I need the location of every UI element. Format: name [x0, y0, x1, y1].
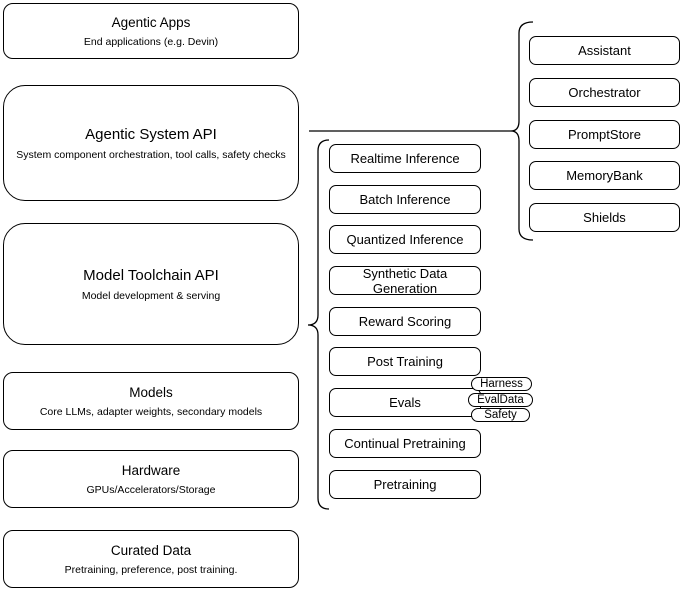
item-label: Shields — [583, 210, 626, 225]
box-subtitle: Core LLMs, adapter weights, secondary mo… — [39, 405, 263, 418]
item-label: Quantized Inference — [346, 232, 464, 247]
toolchain-item-quantized-inference: Quantized Inference — [329, 225, 481, 254]
toolchain-item-synthetic-data-generation: Synthetic Data Generation — [329, 265, 481, 296]
item-label: Assistant — [578, 43, 631, 58]
box-title: Hardware — [121, 462, 181, 478]
system-component-shields: Shields — [529, 203, 680, 232]
system-component-assistant: Assistant — [529, 36, 680, 65]
item-label: Orchestrator — [568, 85, 641, 100]
box-title: Model Toolchain API — [83, 266, 219, 284]
tag-label: Harness — [480, 378, 523, 390]
box-title: Agentic Apps — [111, 14, 191, 30]
eval-tag-safety: Safety — [471, 408, 530, 422]
item-label: Realtime Inference — [350, 151, 460, 166]
box-title: Curated Data — [110, 542, 192, 558]
item-label: Post Training — [367, 354, 443, 369]
toolchain-item-pretraining: Pretraining — [329, 470, 481, 499]
eval-tag-evaldata: EvalData — [468, 393, 533, 407]
box-subtitle: Pretraining, preference, post training. — [64, 563, 238, 576]
toolchain-item-evals: Evals — [329, 388, 481, 417]
system-component-promptstore: PromptStore — [529, 120, 680, 149]
box-title: Models — [129, 384, 173, 400]
system-component-memorybank: MemoryBank — [529, 161, 680, 190]
item-label: Pretraining — [373, 477, 437, 492]
toolchain-item-post-training: Post Training — [329, 347, 481, 376]
model-toolchain-api-box: Model Toolchain API Model development & … — [3, 223, 299, 345]
item-label: Evals — [389, 395, 421, 410]
hardware-box: Hardware GPUs/Accelerators/Storage — [3, 450, 299, 508]
agentic-apps-box: Agentic Apps End applications (e.g. Devi… — [3, 3, 299, 59]
box-title: Agentic System API — [85, 125, 217, 143]
eval-tag-harness: Harness — [471, 377, 532, 391]
toolchain-item-realtime-inference: Realtime Inference — [329, 144, 481, 173]
item-label: Continual Pretraining — [344, 436, 466, 451]
models-box: Models Core LLMs, adapter weights, secon… — [3, 372, 299, 430]
box-subtitle: System component orchestration, tool cal… — [16, 148, 286, 161]
box-subtitle: End applications (e.g. Devin) — [83, 35, 219, 48]
box-subtitle: Model development & serving — [81, 289, 221, 302]
system-component-orchestrator: Orchestrator — [529, 78, 680, 107]
tag-label: Safety — [484, 409, 517, 421]
box-subtitle: GPUs/Accelerators/Storage — [86, 483, 216, 496]
curated-data-box: Curated Data Pretraining, preference, po… — [3, 530, 299, 588]
item-label: Batch Inference — [359, 192, 451, 207]
item-label: MemoryBank — [566, 168, 643, 183]
tag-label: EvalData — [477, 394, 524, 406]
item-label: Synthetic Data Generation — [362, 265, 448, 296]
toolchain-item-reward-scoring: Reward Scoring — [329, 307, 481, 336]
item-label: Reward Scoring — [358, 314, 452, 329]
agentic-system-api-box: Agentic System API System component orch… — [3, 85, 299, 201]
toolchain-brace — [307, 139, 330, 510]
item-label: PromptStore — [568, 127, 641, 142]
toolchain-item-continual-pretraining: Continual Pretraining — [329, 429, 481, 458]
toolchain-item-batch-inference: Batch Inference — [329, 185, 481, 214]
